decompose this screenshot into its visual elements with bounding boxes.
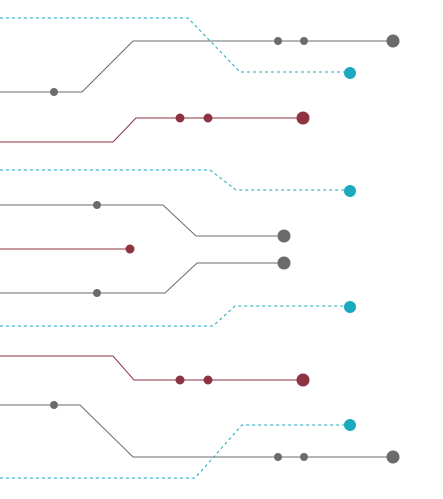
trace-terminal-node — [277, 256, 291, 270]
trace-terminal-node — [344, 301, 356, 313]
trace-terminal-node — [296, 111, 310, 125]
trace-node — [50, 88, 58, 96]
trace-terminal-node — [386, 450, 400, 464]
trace-terminal-node — [344, 185, 356, 197]
teal-trace-line — [0, 424, 350, 479]
red-trace-line — [0, 117, 303, 143]
trace-node — [175, 113, 185, 123]
trace-terminal-node — [277, 229, 291, 243]
teal-trace — [0, 419, 356, 479]
teal-trace — [0, 17, 356, 79]
gray-trace — [0, 401, 400, 464]
trace-terminal-node — [386, 34, 400, 48]
gray-trace-line — [0, 40, 393, 93]
trace-node — [125, 244, 135, 254]
trace-node — [50, 401, 58, 409]
teal-trace-line — [0, 17, 350, 73]
teal-trace — [0, 169, 356, 197]
trace-node — [300, 453, 308, 461]
trace-terminal-node — [344, 67, 356, 79]
teal-trace-line — [0, 305, 350, 327]
gray-trace-line — [0, 204, 284, 237]
trace-terminal-node — [344, 419, 356, 431]
trace-node — [300, 37, 308, 45]
gray-trace — [0, 201, 291, 243]
red-trace — [0, 244, 135, 254]
gray-trace — [0, 34, 400, 96]
trace-node — [93, 289, 101, 297]
red-trace-line — [0, 355, 303, 381]
teal-trace — [0, 301, 356, 327]
trace-node — [274, 453, 282, 461]
teal-trace-line — [0, 169, 350, 191]
red-trace — [0, 355, 310, 387]
gray-trace — [0, 256, 291, 297]
gray-trace-line — [0, 404, 393, 458]
trace-node — [274, 37, 282, 45]
trace-node — [203, 375, 213, 385]
trace-node — [175, 375, 185, 385]
trace-node — [203, 113, 213, 123]
trace-node — [93, 201, 101, 209]
trace-terminal-node — [296, 373, 310, 387]
red-trace — [0, 111, 310, 143]
gray-trace-line — [0, 262, 284, 294]
